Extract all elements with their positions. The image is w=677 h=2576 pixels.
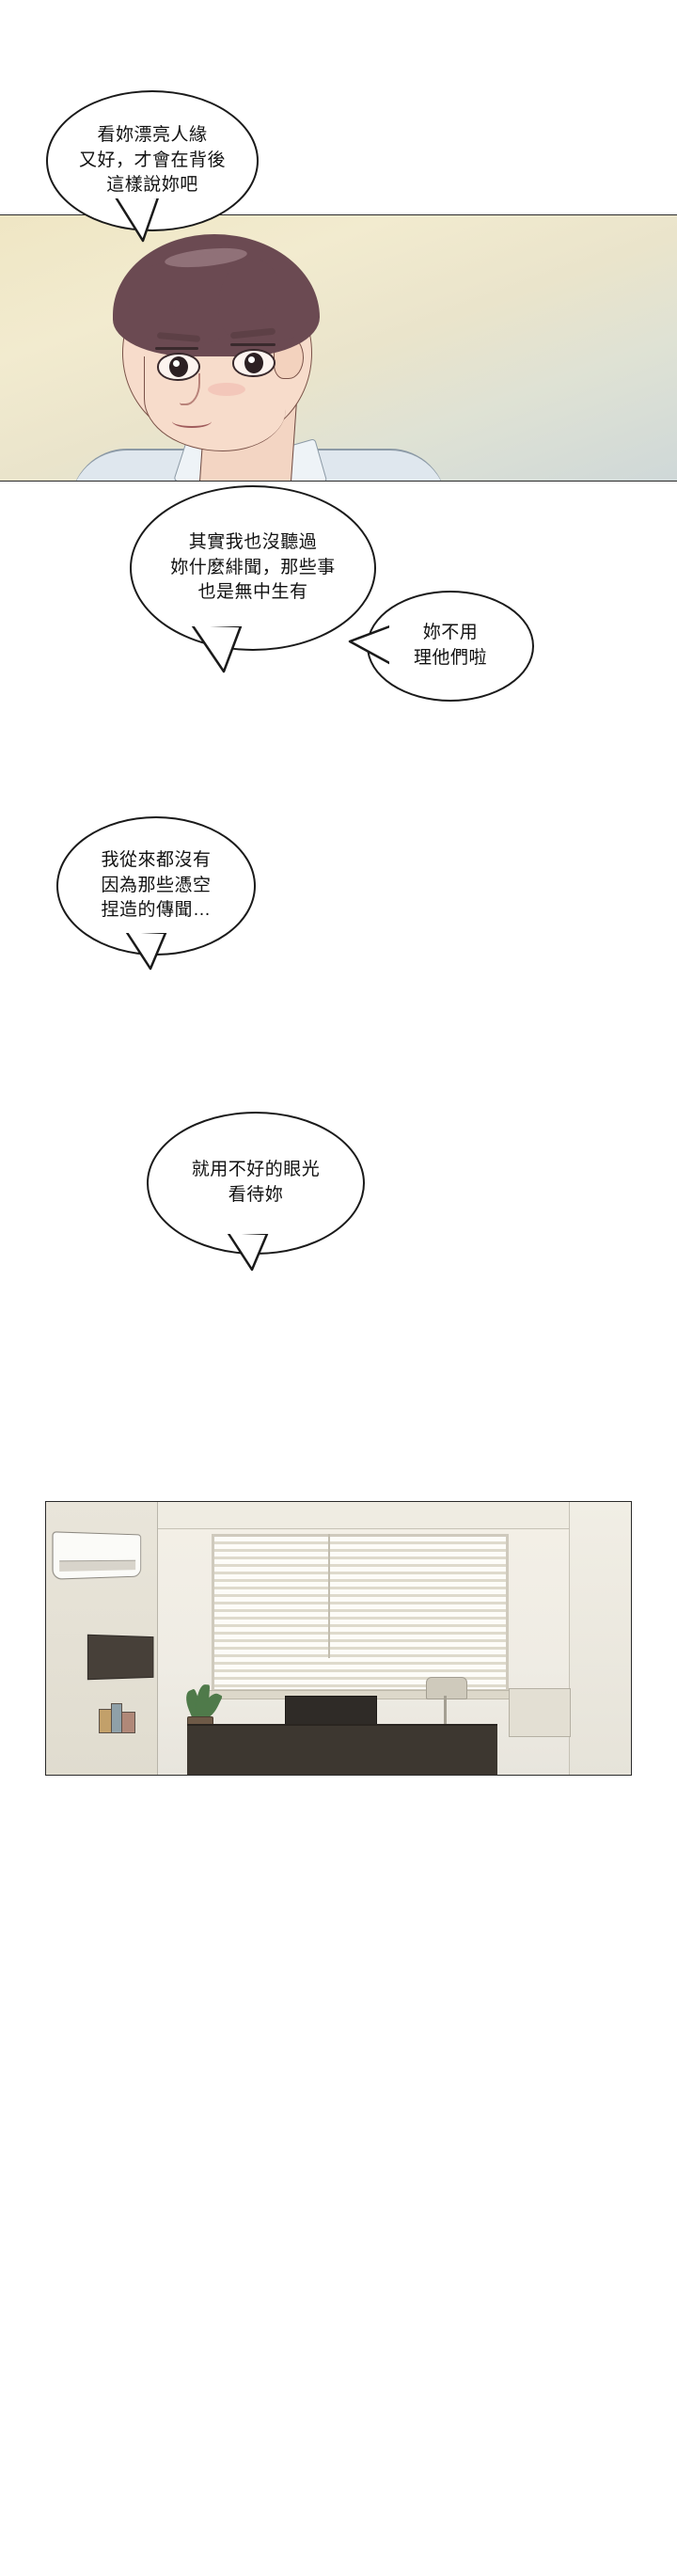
speech-bubble-5-text: 就用不好的眼光 看待妳 [191,1160,321,1205]
speech-tail-4 [124,927,169,971]
eye-right [232,349,276,377]
speech-bubble-3-text: 妳不用 理他們啦 [413,623,487,668]
speech-bubble-3: 妳不用 理他們啦 [367,591,534,702]
speech-bubble-4-text: 我從來都沒有 因為那些憑空 捏造的傳聞… [101,849,212,921]
speech-tail-5 [226,1228,271,1272]
air-conditioner-vent [59,1559,136,1572]
panel-character-closeup [0,214,677,482]
character-illustration [71,215,447,481]
desk [187,1724,497,1775]
speech-bubble-1-text: 看妳漂亮人緣 又好，才會在背後 這樣說妳吧 [78,124,226,196]
ceiling-trim [157,1502,631,1529]
desk-lamp [426,1677,467,1699]
pupil-left [169,356,188,377]
panel-room-interior [45,1501,632,1776]
right-wall [569,1502,631,1775]
air-conditioner [52,1531,142,1580]
speech-bubble-1: 看妳漂亮人緣 又好，才會在背後 這樣說妳吧 [46,90,259,231]
blind-cord [328,1534,330,1658]
speech-bubble-2-text: 其實我也沒聽過 妳什麼緋聞，那些事 也是無中生有 [170,531,336,603]
desk-lamp-stem [444,1696,447,1724]
book [99,1709,112,1733]
eyelid-left [155,347,198,350]
window [212,1534,509,1692]
nose [180,373,200,405]
speech-tail-2 [190,621,244,673]
speech-bubble-2: 其實我也沒聽過 妳什麼緋聞，那些事 也是無中生有 [130,485,376,651]
book [121,1712,135,1733]
eyelid-right [230,343,276,346]
pupil-right [244,353,263,373]
wall-shelf [87,1634,154,1681]
speech-tail-3 [348,623,399,666]
window-blinds [214,1537,506,1689]
cheek-blush [208,383,245,396]
speech-tail-1 [113,194,162,243]
cabinet [509,1688,571,1737]
mouth [172,415,212,428]
